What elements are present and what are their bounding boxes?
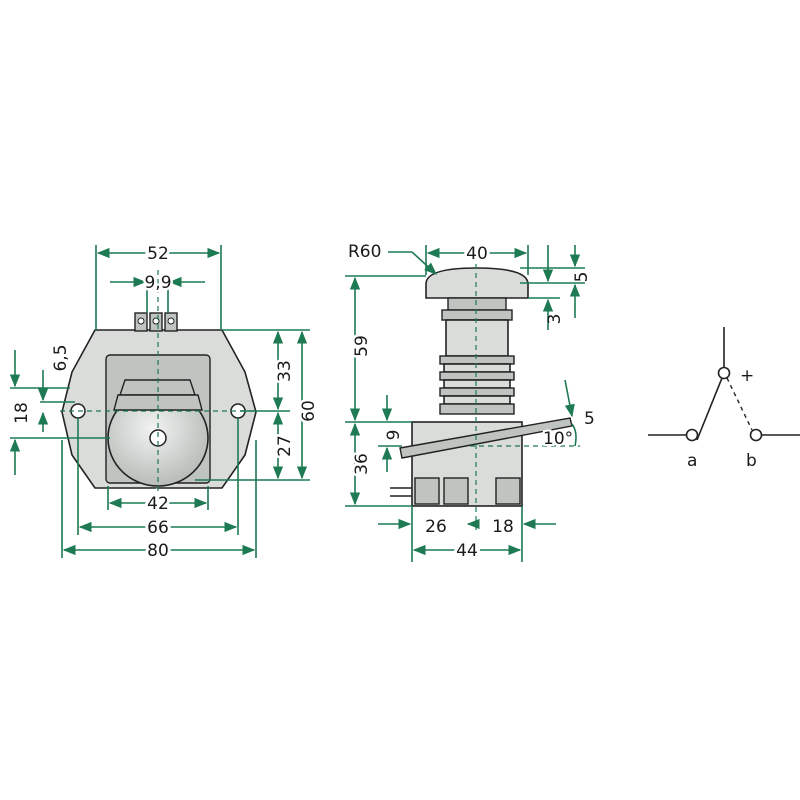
dim-18-side: 18 (492, 517, 514, 537)
front-view: 52 9,9 6,5 18 33 27 60 42 (9, 241, 322, 564)
dim-52: 52 (147, 244, 169, 264)
label-a: a (687, 451, 697, 471)
terminal-block (134, 312, 178, 332)
dim-18-front: 18 (12, 402, 32, 424)
angle-10: 10° (543, 429, 573, 449)
dim-9: 9 (384, 430, 404, 441)
contact-plus (717, 366, 731, 380)
side-view: 40 R60 5 3 59 9 36 5 10° (345, 241, 595, 564)
dim-9-9: 9,9 (144, 273, 171, 293)
dim-26: 26 (425, 517, 447, 537)
side-bellows (439, 355, 515, 415)
contact-a (685, 428, 699, 442)
contact-b (749, 428, 763, 442)
dim-59: 59 (352, 335, 372, 357)
dim-80: 80 (147, 541, 169, 561)
radius-r60: R60 (348, 242, 381, 262)
side-cap (425, 267, 529, 299)
dim-27: 27 (275, 435, 295, 457)
dim-3: 3 (545, 314, 565, 325)
dim-33: 33 (275, 360, 295, 382)
dim-5-lever: 5 (584, 409, 595, 429)
dim-6-5: 6,5 (51, 344, 71, 371)
dim-5-top: 5 (572, 272, 592, 283)
switch-schematic: + a b (648, 327, 800, 471)
dim-42: 42 (147, 494, 169, 514)
dim-44: 44 (456, 541, 478, 561)
dim-40: 40 (466, 244, 488, 264)
label-plus: + (740, 366, 754, 386)
side-lever (399, 417, 573, 459)
dim-60: 60 (299, 400, 319, 422)
dim-66: 66 (147, 518, 169, 538)
label-b: b (746, 451, 757, 471)
dim-36: 36 (352, 453, 372, 475)
